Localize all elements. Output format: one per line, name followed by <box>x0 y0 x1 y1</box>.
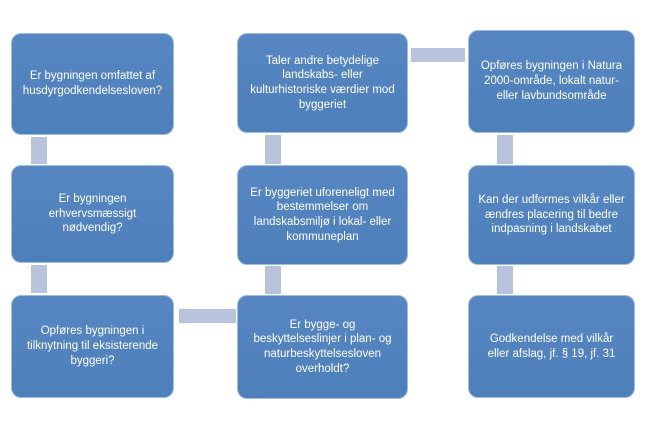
flow-node-husdyrgodkendelsesloven: Er bygningen omfattet af husdyrgodkendel… <box>11 33 174 135</box>
connector-q7-q8 <box>497 135 513 164</box>
flow-node-label: Godkendelse med vilkår eller afslag, jf.… <box>487 332 616 360</box>
connector-q8-q9 <box>497 266 513 294</box>
flow-node-label: Er bygningen erhvervsmæssigt nødvendig? <box>48 192 137 235</box>
flow-node-label: Opføres bygningen i Natura 2000-område, … <box>480 60 623 102</box>
flow-node-label: Er byggeriet uforeneligt med bestemmelse… <box>250 186 395 243</box>
flow-node-label: Taler andre betydelige landskabs- eller … <box>250 54 395 111</box>
flow-node-label: Er bygningen omfattet af husdyrgodkendel… <box>22 70 163 97</box>
flow-node-natura-2000-omraade: Opføres bygningen i Natura 2000-område, … <box>468 30 635 133</box>
connector-q4-q7 <box>411 48 465 62</box>
flow-node-label: Opføres bygningen i tilknytning til eksi… <box>26 325 159 367</box>
flow-node-tilknytning-eksisterende-byggeri: Opføres bygningen i tilknytning til eksi… <box>11 295 174 398</box>
connector-q1-q2 <box>31 137 47 164</box>
flow-node-kulturhistoriske-vaerdier: Taler andre betydelige landskabs- eller … <box>237 33 408 133</box>
flow-node-landskabsmiljoe-lokalplan: Er byggeriet uforeneligt med bestemmelse… <box>237 165 408 265</box>
flow-node-vilkaar-indpasning-landskab: Kan der udformes vilkår eller ændres pla… <box>468 165 635 265</box>
connector-q5-q4 <box>265 135 281 164</box>
flow-node-godkendelse-eller-afslag: Godkendelse med vilkår eller afslag, jf.… <box>468 295 635 398</box>
flow-node-erhvervsmaessigt-noedvendig: Er bygningen erhvervsmæssigt nødvendig? <box>11 165 174 263</box>
flow-node-label: Er bygge- og beskyttelseslinjer i plan- … <box>253 318 392 375</box>
connector-q3-q6 <box>179 309 236 323</box>
flow-node-beskyttelseslinjer-overholdt: Er bygge- og beskyttelseslinjer i plan- … <box>237 295 408 399</box>
connector-q6-q5 <box>265 266 281 294</box>
flow-node-label: Kan der udformes vilkår eller ændres pla… <box>478 193 625 236</box>
connector-q2-q3 <box>31 265 47 293</box>
